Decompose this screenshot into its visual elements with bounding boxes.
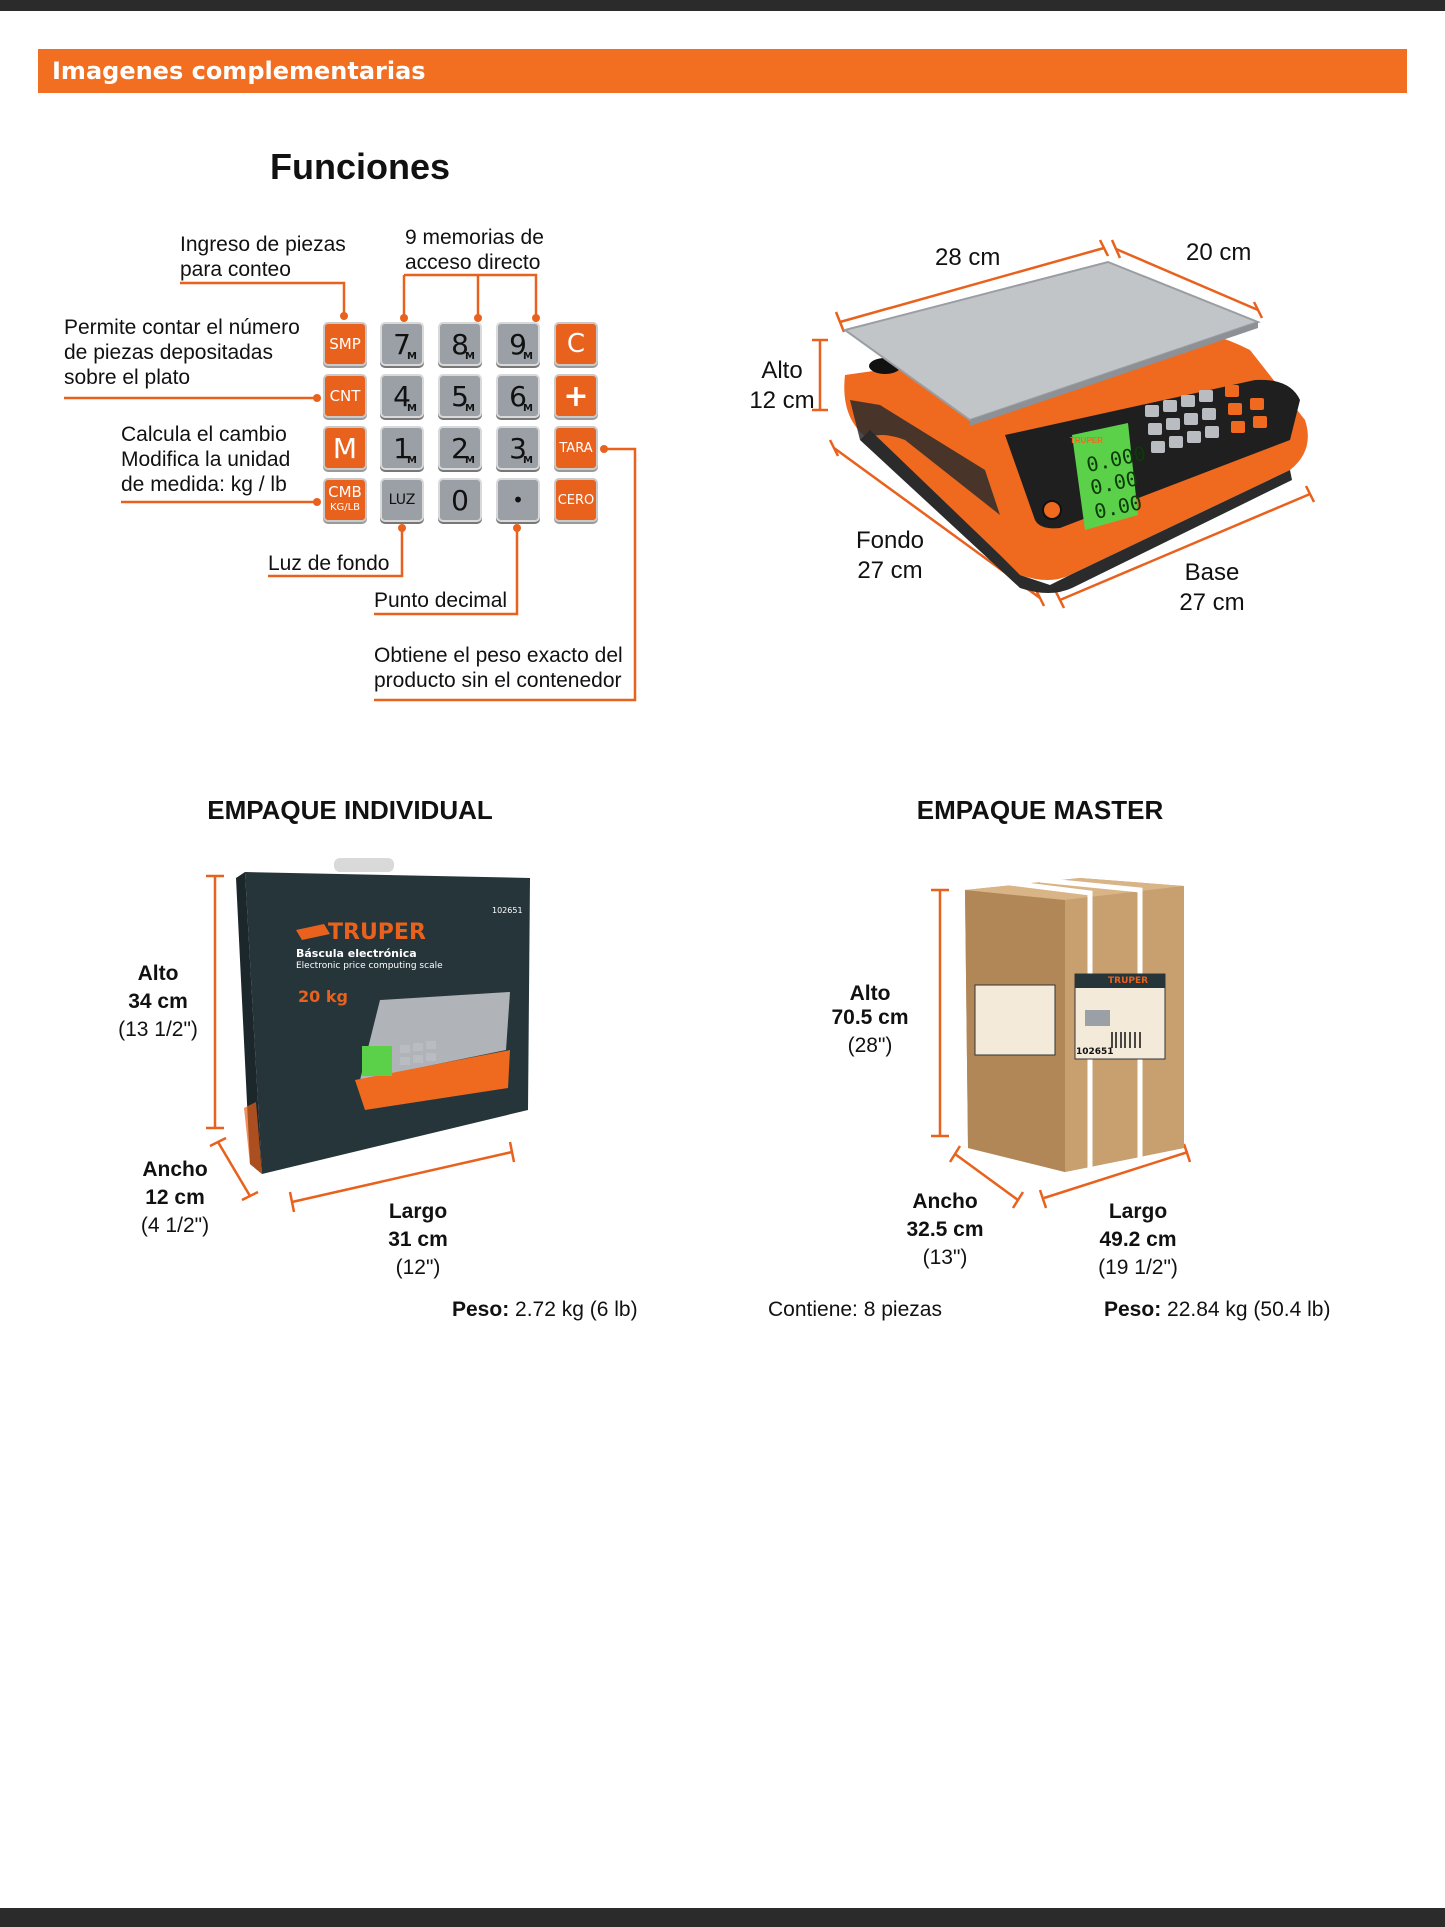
top-bar: [0, 0, 1445, 11]
key-c: C: [554, 322, 598, 366]
individual-box-brand: TRUPER: [328, 920, 426, 945]
master-peso: Peso: 22.84 kg (50.4 lb): [1104, 1297, 1330, 1322]
master-title: EMPAQUE MASTER: [916, 795, 1164, 825]
individual-alto-value: 34 cm: [128, 990, 188, 1013]
individual-box-name-en: Electronic price computing scale: [296, 961, 443, 971]
label-memories-2: acceso directo: [405, 251, 541, 274]
master-largo-inches: (19 1/2"): [1098, 1256, 1178, 1279]
individual-ancho-value: 12 cm: [145, 1186, 205, 1209]
key-m: M: [323, 426, 367, 470]
master-peso-value: 22.84 kg (50.4 lb): [1167, 1298, 1331, 1321]
dim-largo: 28 cm: [935, 244, 1001, 271]
key-plus: +: [554, 374, 598, 418]
master-largo-value: 49.2 cm: [1099, 1228, 1177, 1251]
key-cero: CERO: [554, 478, 598, 522]
dim-fondo-label: Fondo: [855, 527, 925, 554]
label-point: Punto decimal: [374, 589, 508, 612]
dim-fondo-value: 27 cm: [857, 557, 923, 584]
label-smp-2: para conteo: [180, 258, 291, 281]
dim-base-label: Base: [1184, 559, 1240, 586]
scale-brand: TRUPER: [1070, 436, 1103, 445]
label-cnt-2: de piezas depositadas: [64, 341, 273, 364]
label-tara-2: producto sin el contenedor: [374, 669, 622, 692]
master-alto-label: Alto: [849, 982, 891, 1005]
individual-box-capacity: 20 kg: [298, 987, 348, 1006]
individual-box-model: 102651: [492, 906, 523, 915]
dim-alto-value: 12 cm: [749, 387, 815, 414]
master-ancho-value: 32.5 cm: [906, 1218, 984, 1241]
individual-largo-label: Largo: [388, 1200, 448, 1223]
dim-ancho: 20 cm: [1186, 239, 1252, 266]
individual-largo-value: 31 cm: [388, 1228, 448, 1251]
key-point: •: [496, 478, 540, 522]
label-cnt-1: Permite contar el número: [64, 316, 300, 339]
dim-alto-label: Alto: [761, 357, 803, 384]
individual-alto-label: Alto: [137, 962, 179, 985]
individual-peso-label: Peso:: [452, 1298, 510, 1321]
individual-ancho-label: Ancho: [142, 1158, 208, 1181]
label-cmb-3: de medida: kg / lb: [121, 473, 287, 496]
dim-base-value: 27 cm: [1179, 589, 1245, 616]
individual-alto-inches: (13 1/2"): [118, 1018, 198, 1041]
master-alto-value: 70.5 cm: [831, 1006, 909, 1029]
label-smp-1: Ingreso de piezas: [180, 233, 346, 256]
key-tara: TARA: [554, 426, 598, 470]
key-0: 0: [438, 478, 482, 522]
label-cmb-2: Modifica la unidad: [121, 448, 291, 471]
individual-title: EMPAQUE INDIVIDUAL: [207, 795, 493, 825]
key-cnt: CNT: [323, 374, 367, 418]
master-contiene: Contiene: 8 piezas: [768, 1298, 942, 1321]
master-alto-inches: (28"): [847, 1034, 893, 1057]
individual-ancho-inches: (4 1/2"): [140, 1214, 210, 1237]
master-box-brand: TRUPER: [1108, 976, 1149, 986]
individual-box-name: Báscula electrónica: [296, 947, 417, 960]
key-smp: SMP: [323, 322, 367, 366]
functions-title: Funciones: [270, 146, 451, 187]
bottom-bar: [0, 1908, 1445, 1927]
label-luz: Luz de fondo: [268, 552, 390, 575]
label-cmb-1: Calcula el cambio: [121, 423, 287, 446]
master-box-model: 102651: [1076, 1047, 1114, 1057]
individual-largo-inches: (12"): [395, 1256, 441, 1279]
master-ancho-label: Ancho: [912, 1190, 978, 1213]
master-largo-label: Largo: [1108, 1200, 1168, 1223]
individual-peso-value: 2.72 kg (6 lb): [515, 1298, 638, 1321]
label-cnt-3: sobre el plato: [64, 366, 191, 389]
master-peso-label: Peso:: [1104, 1298, 1162, 1321]
label-memories-1: 9 memorias de: [405, 226, 544, 249]
individual-peso: Peso: 2.72 kg (6 lb): [452, 1297, 638, 1322]
key-luz: LUZ: [380, 478, 424, 522]
master-ancho-inches: (13"): [922, 1246, 968, 1269]
label-tara-1: Obtiene el peso exacto del: [374, 644, 623, 667]
section-header: Imagenes complementarias: [38, 49, 1407, 93]
